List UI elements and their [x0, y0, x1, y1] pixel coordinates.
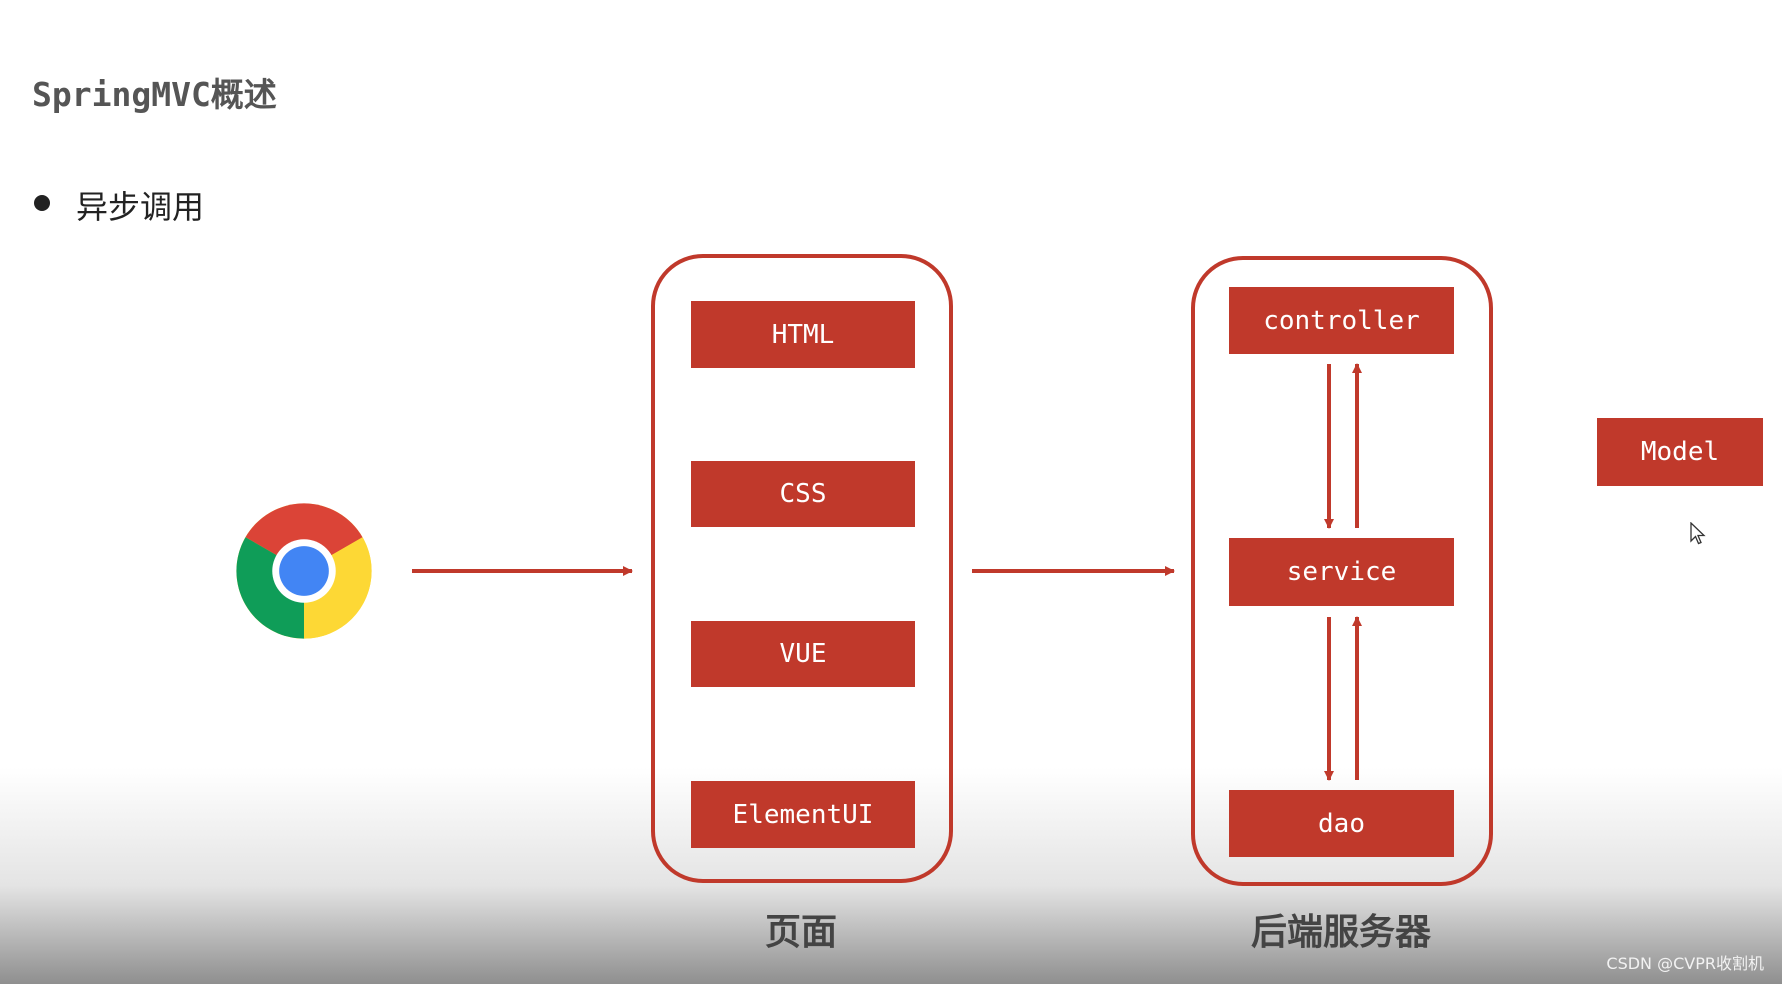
backend-label: 后端服务器: [1250, 912, 1431, 953]
watermark: CSDN @CVPR收割机: [1606, 954, 1764, 973]
css-box: CSS: [691, 461, 915, 527]
vue-box: VUE: [691, 621, 915, 687]
slide-title: SpringMVC概述: [32, 75, 277, 114]
chrome-icon: [235, 502, 373, 640]
dao-box: dao: [1229, 790, 1454, 857]
mouse-pointer-icon: [1690, 521, 1708, 546]
backend-group: [1191, 256, 1493, 886]
frontend-label: 页面: [764, 912, 837, 953]
bullet-dot: [34, 195, 50, 211]
service-box: service: [1229, 538, 1454, 606]
controller-box: controller: [1229, 287, 1454, 354]
elementui-box: ElementUI: [691, 781, 915, 848]
html-box: HTML: [691, 301, 915, 368]
frontend-group: [651, 254, 953, 883]
bullet-text: 异步调用: [76, 188, 205, 226]
model-box: Model: [1597, 418, 1763, 486]
